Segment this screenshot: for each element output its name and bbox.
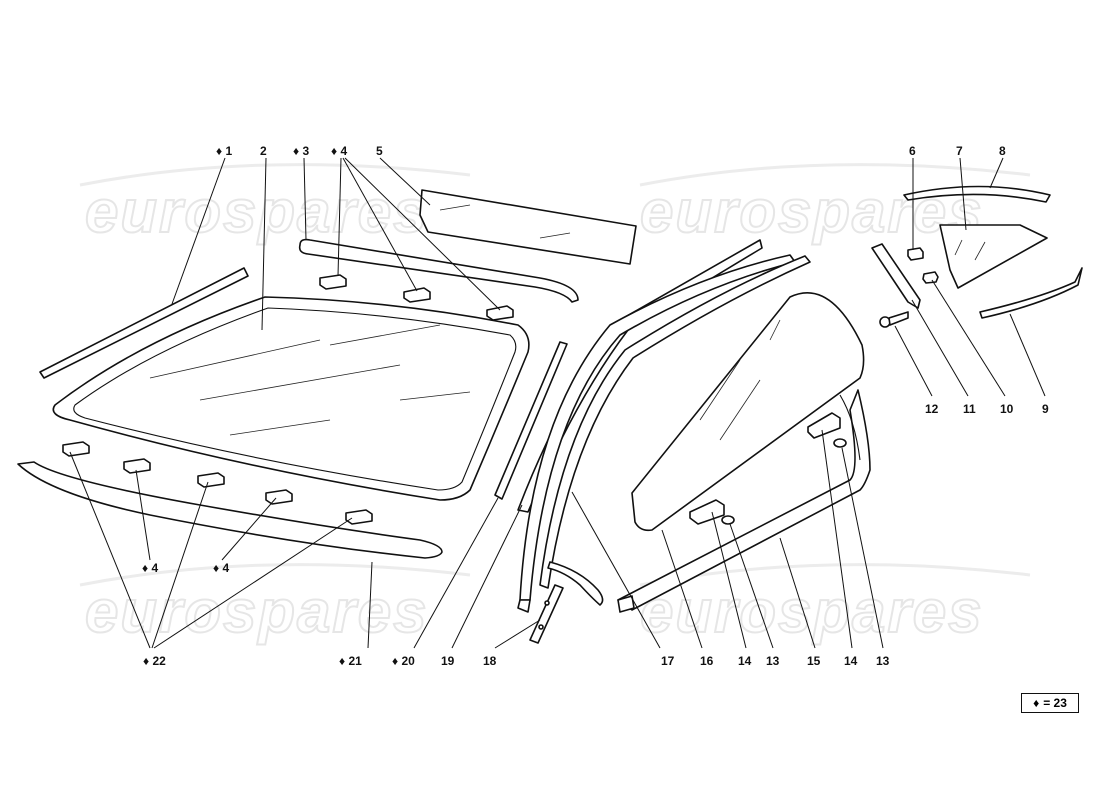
callout-1: ♦ 1 — [216, 144, 232, 158]
callout-4-lower-mid: ♦ 4 — [213, 561, 229, 575]
watermark-text: eurospares — [85, 578, 429, 645]
callout-4-lower-left: ♦ 4 — [142, 561, 158, 575]
leader-lines — [69, 157, 1046, 649]
part-10-clip — [922, 271, 939, 284]
callout-13: 13 — [766, 654, 780, 668]
part-21-lower-trim — [17, 461, 443, 559]
callout-7: 7 — [956, 144, 963, 158]
callout-13-right: 13 — [876, 654, 890, 668]
callout-15: 15 — [807, 654, 821, 668]
callout-2: 2 — [260, 144, 267, 158]
part-8-upper-seal — [903, 185, 1051, 203]
part-20-pillar-trim — [494, 341, 568, 500]
part-lower-curve-seal — [547, 561, 604, 606]
callout-8: 8 — [999, 144, 1006, 158]
legend-box: ♦ = 23 — [1021, 693, 1079, 713]
part-22-clips-lower — [62, 441, 373, 525]
callout-17: 17 — [661, 654, 675, 668]
part-13-grommets — [721, 438, 847, 525]
callout-22: ♦ 22 — [143, 654, 166, 668]
part-14-glass-carriers — [689, 412, 841, 525]
part-11-bracket — [871, 243, 921, 309]
watermark-text: eurospares — [640, 578, 984, 645]
part-17-door-seal — [517, 254, 811, 613]
callout-labels: ♦ 1 2 ♦ 3 ♦ 4 5 6 7 8 12 11 10 9 ♦ 4 ♦ 4… — [142, 144, 1049, 668]
callout-6: 6 — [909, 144, 916, 158]
callout-10: 10 — [1000, 402, 1014, 416]
callout-21: ♦ 21 — [339, 654, 362, 668]
part-6-clip — [907, 247, 924, 261]
part-18-bracket — [529, 584, 564, 644]
diamond-icon: ♦ — [1033, 696, 1040, 710]
callout-4: ♦ 4 — [331, 144, 347, 158]
callout-9: 9 — [1042, 402, 1049, 416]
callout-11: 11 — [963, 402, 976, 416]
callout-19: 19 — [441, 654, 455, 668]
watermark-group: eurospares eurospares eurospares eurospa… — [79, 163, 1031, 646]
part-4-clips-upper — [319, 274, 514, 321]
part-12-screw — [879, 311, 909, 328]
part-5-glass-panel — [419, 189, 637, 265]
callout-12: 12 — [925, 402, 939, 416]
callout-20: ♦ 20 — [392, 654, 415, 668]
part-15-door-channel — [617, 389, 871, 613]
part-16-door-glass — [631, 292, 865, 532]
callout-18: 18 — [483, 654, 497, 668]
callout-3: ♦ 3 — [293, 144, 309, 158]
part-2-windscreen — [52, 296, 530, 501]
legend-text: = 23 — [1043, 696, 1067, 710]
watermark-text: eurospares — [640, 178, 984, 245]
callout-5: 5 — [376, 144, 383, 158]
part-7-quarter-glass — [939, 224, 1048, 289]
part-1-seal-strip — [39, 267, 249, 379]
watermark-text: eurospares — [85, 178, 429, 245]
callout-16: 16 — [700, 654, 714, 668]
callout-14-right: 14 — [844, 654, 858, 668]
callout-14: 14 — [738, 654, 752, 668]
part-9-lower-seal — [979, 267, 1083, 319]
